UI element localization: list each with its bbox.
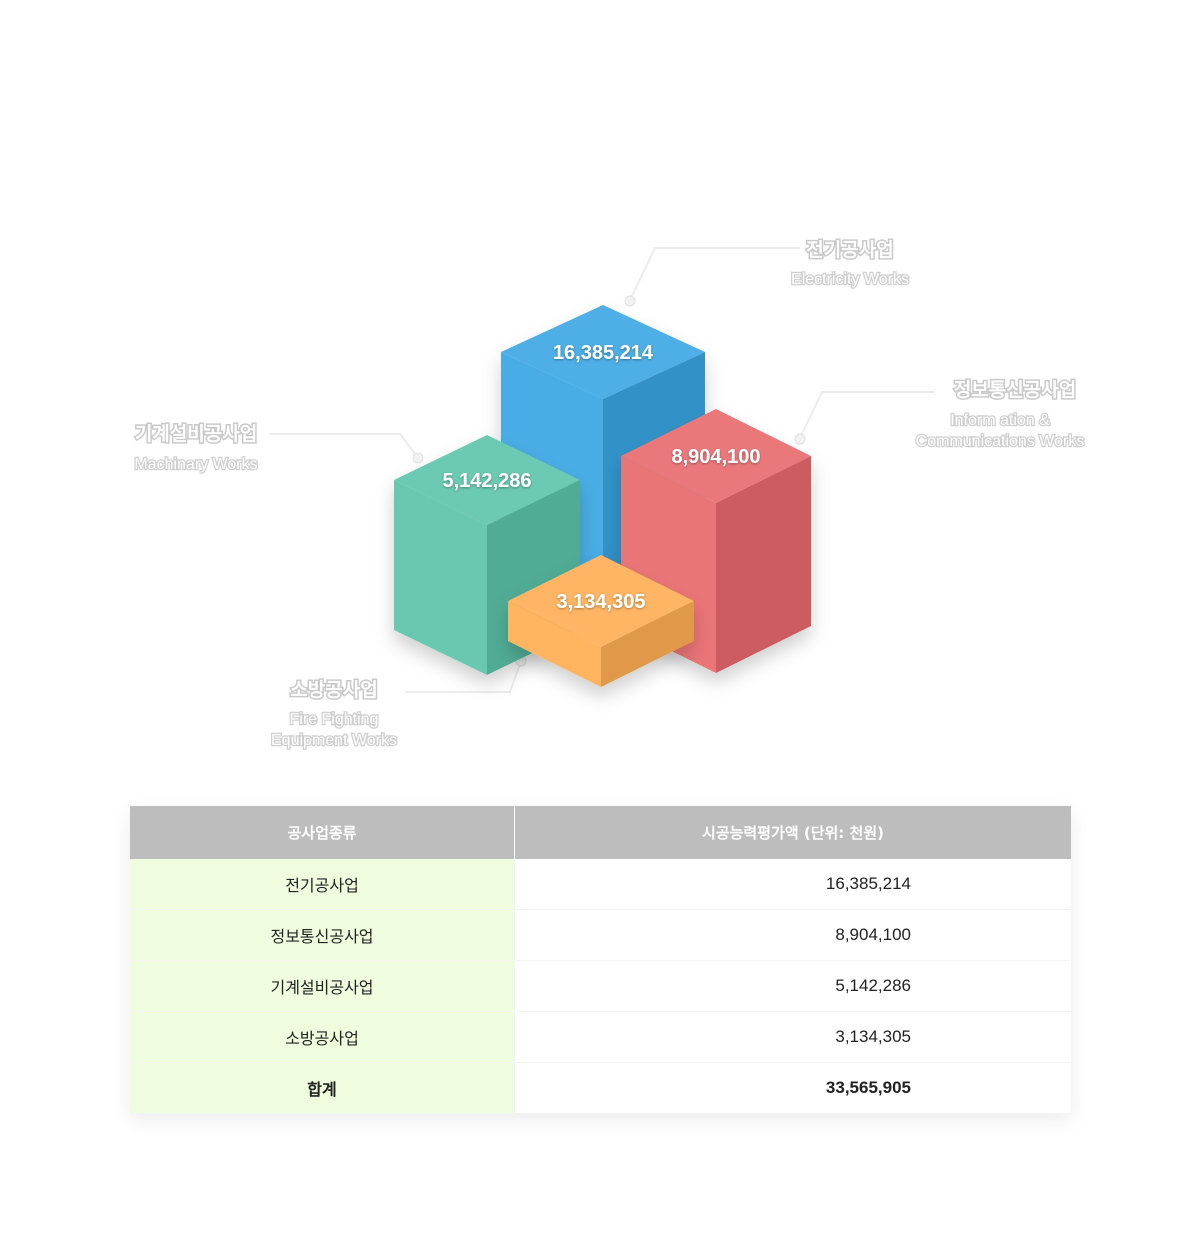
cube-top-face	[394, 435, 580, 525]
row-amount: 16,385,214	[514, 859, 1071, 910]
row-type: 정보통신공사업	[130, 909, 515, 961]
cube-value-label: 5,142,286	[443, 470, 532, 492]
cube-left-face	[394, 480, 487, 675]
leader-dot	[794, 433, 806, 445]
leader-line	[270, 433, 419, 459]
capacity-table: 공사업종류 시공능력평가액 (단위: 천원) 전기공사업 16,385,214 …	[130, 806, 1071, 1114]
cube-bar	[621, 409, 811, 673]
category-label-ko: 기계설비공사업	[135, 423, 257, 445]
category-label-en: Inform ation &	[950, 412, 1050, 429]
cube-left-face	[508, 601, 601, 687]
category-label-en: Equipment Works	[271, 732, 397, 749]
leader-line	[405, 660, 522, 693]
row-type: 전기공사업	[130, 859, 515, 910]
total-amount: 33,565,905	[514, 1062, 1071, 1114]
table-row: 기계설비공사업 5,142,286	[130, 960, 1071, 1012]
table-total-row: 합계 33,565,905	[130, 1062, 1071, 1114]
row-type: 소방공사업	[130, 1011, 515, 1063]
isometric-chart: 16,385,214 8,904,100 5,142,286 3,134,305 전기…	[133, 238, 1085, 751]
row-amount: 8,904,100	[514, 909, 1071, 961]
cube-value-label: 16,385,214	[553, 342, 654, 364]
total-label: 합계	[130, 1062, 515, 1114]
leader-line	[629, 247, 800, 301]
category-label-ko: 소방공사업	[290, 679, 377, 701]
cube-top-face	[621, 409, 811, 503]
header-amount: 시공능력평가액 (단위: 천원)	[514, 806, 1071, 859]
header-type: 공사업종류	[130, 806, 515, 859]
table-row: 전기공사업 16,385,214	[130, 859, 1071, 910]
cube-value-label: 3,134,305	[557, 591, 646, 613]
table-row: 정보통신공사업 8,904,100	[130, 909, 1071, 961]
row-type: 기계설비공사업	[130, 960, 515, 1012]
cube-top-face	[501, 305, 705, 399]
category-callouts: 전기공사업 Electricity Works 정보통신공사업 Inform atio…	[133, 238, 1085, 751]
category-label-en: Communications Works	[916, 433, 1085, 450]
category-label-ko: 전기공사업	[806, 239, 893, 261]
row-amount: 5,142,286	[514, 960, 1071, 1012]
leader-line	[799, 391, 935, 439]
row-amount: 3,134,305	[514, 1011, 1071, 1063]
cube-right-face	[601, 601, 694, 687]
category-label-ko: 정보통신공사업	[954, 379, 1076, 401]
cube-top-face	[508, 555, 694, 647]
category-label-en: Machinary Works	[134, 456, 257, 473]
chart-svg: 16,385,214 8,904,100 5,142,286 3,134,305 전기…	[133, 238, 1085, 751]
cube-right-face	[716, 456, 811, 673]
leader-dot	[412, 452, 424, 464]
category-label-en: Fire Fighting	[290, 711, 379, 728]
category-label-en: Electricity Works	[791, 271, 909, 288]
cube-value-label: 8,904,100	[672, 446, 761, 468]
table-header-row: 공사업종류 시공능력평가액 (단위: 천원)	[130, 806, 1071, 859]
leader-dot	[624, 295, 636, 307]
cube-bars: 16,385,214 8,904,100 5,142,286 3,134,305	[394, 305, 811, 687]
table-row: 소방공사업 3,134,305	[130, 1011, 1071, 1063]
cube-bar	[508, 555, 694, 687]
